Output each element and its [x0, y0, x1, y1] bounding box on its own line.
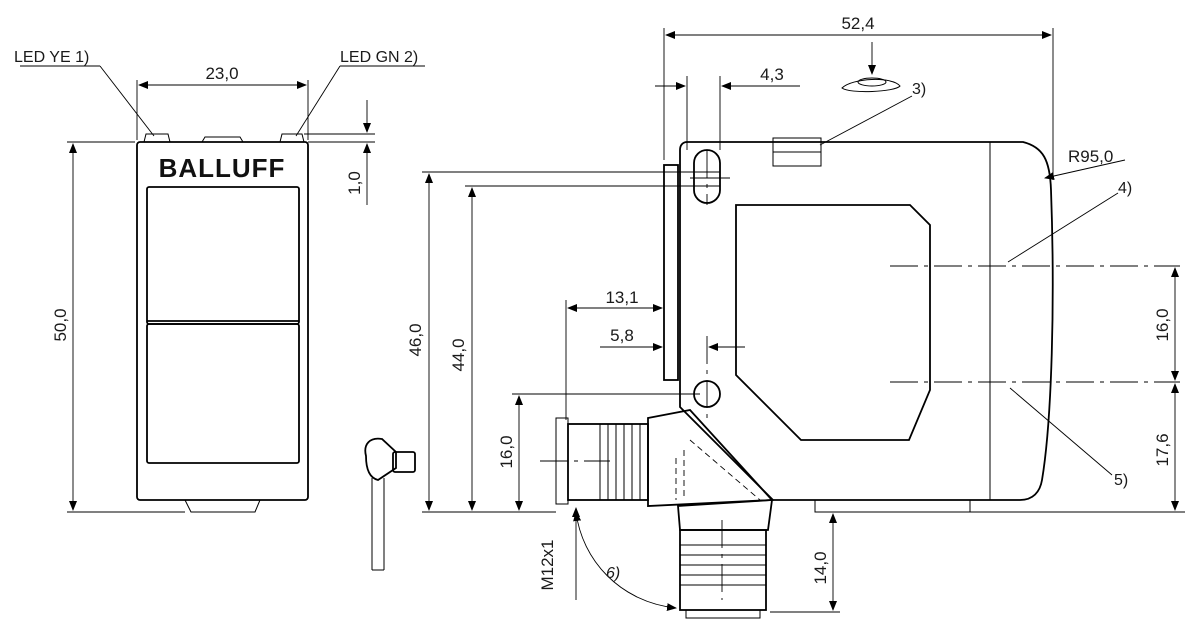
cable-connector-detail	[364, 437, 416, 571]
front-housing	[136, 141, 309, 501]
led-ye-bump	[143, 133, 171, 143]
connector-horizontal	[555, 409, 774, 507]
dim-hole-offset: 4,3	[760, 65, 784, 84]
optic-contour	[735, 204, 931, 441]
dim-17-6: 17,6	[1153, 433, 1172, 466]
dim-46: 46,0	[406, 323, 425, 356]
dim-44: 44,0	[449, 338, 468, 371]
front-view: BALLUFF 23,0 50,0 1,0 LED YE 1) LED GN 2…	[14, 49, 425, 513]
dim-16-optic: 16,0	[1153, 308, 1172, 341]
bottom-rail	[814, 499, 971, 513]
dim-width: 23,0	[205, 64, 238, 83]
dim-14: 14,0	[811, 551, 830, 584]
led-ye-label: LED YE 1)	[14, 49, 89, 66]
dim-16-connector: 16,0	[497, 435, 516, 468]
dim-13-1: 13,1	[605, 288, 638, 307]
top-key-bump	[201, 136, 244, 143]
emitter-window	[146, 186, 300, 325]
mounting-hole-top	[693, 149, 721, 204]
note-5: 5)	[1114, 472, 1128, 489]
side-view: 52,4 4,3 3) R95,0 4) 5) 46,0 44,0 13	[406, 14, 1185, 619]
connector-vertical	[677, 499, 774, 619]
dim-height: 50,0	[51, 308, 70, 341]
dim-length: 52,4	[841, 14, 874, 33]
dim-5-8: 5,8	[610, 326, 634, 345]
thread-size: M12x1	[538, 539, 557, 590]
dim-led: 1,0	[345, 171, 364, 195]
bottom-stub	[184, 499, 261, 513]
led-gn-label: LED GN 2)	[340, 49, 418, 66]
dim-radius: R95,0	[1068, 147, 1113, 166]
note-4: 4)	[1118, 180, 1132, 197]
side-housing	[679, 141, 1054, 501]
led-gn-bump	[279, 133, 305, 143]
receiver-window	[146, 323, 300, 464]
note-3: 3)	[912, 81, 926, 98]
mounting-plate	[663, 164, 679, 381]
brand-logo: BALLUFF	[159, 153, 286, 183]
note-6: 6)	[606, 565, 620, 582]
